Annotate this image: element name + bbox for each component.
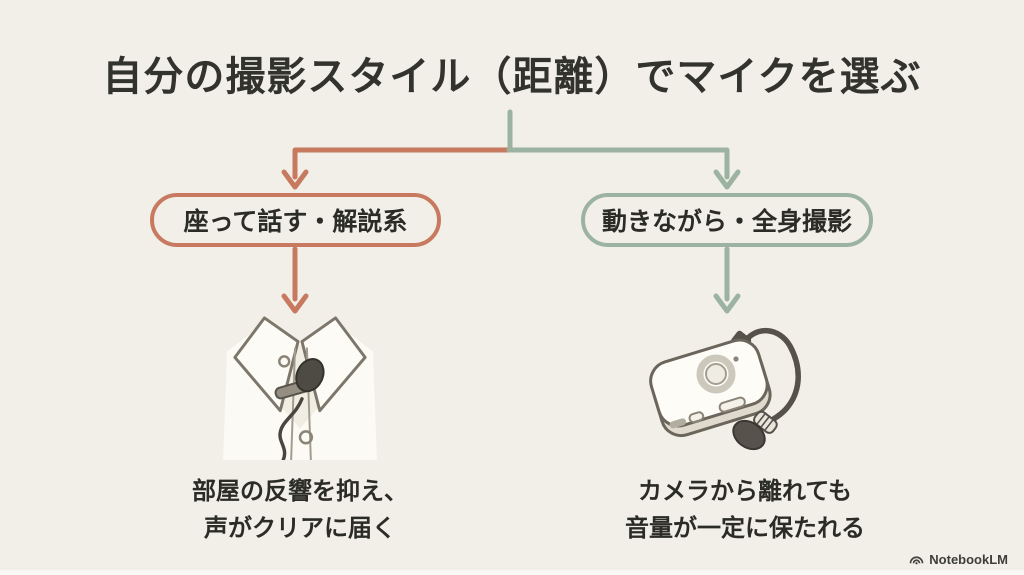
branch-label-moving: 動きながら・全身撮影 — [601, 208, 852, 236]
caption-moving-line2: 音量が一定に保たれる — [625, 515, 865, 542]
caption-moving: カメラから離れても 音量が一定に保たれる — [575, 473, 915, 547]
footer-brand: NotebookLM — [909, 552, 1008, 567]
bottom-edge-strip — [0, 570, 1024, 575]
left-down-arrowhead — [281, 293, 309, 314]
left-branch-line — [292, 147, 514, 180]
caption-moving-line1: カメラから離れても — [637, 478, 853, 505]
caption-sitting-line2: 声がクリアに届く — [204, 515, 396, 542]
right-branch-line — [506, 147, 730, 180]
lavalier-mic-on-collar-illustration — [223, 316, 377, 460]
branch-label-sitting: 座って話す・解説系 — [183, 208, 408, 236]
left-branch-arrowhead — [281, 169, 309, 190]
branch-box-sitting: 座って話す・解説系 — [150, 193, 441, 247]
right-branch-arrowhead — [713, 169, 741, 190]
caption-sitting: 部屋の反響を抑え、 声がクリアに届く — [130, 473, 470, 547]
branch-box-moving: 動きながら・全身撮影 — [581, 193, 873, 247]
wireless-transmitter-illustration — [649, 327, 801, 451]
slide-title: 自分の撮影スタイル（距離）でマイクを選ぶ — [102, 55, 922, 99]
notebooklm-arcs-icon — [909, 556, 924, 565]
caption-sitting-line1: 部屋の反響を抑え、 — [192, 478, 408, 505]
footer-brand-label: NotebookLM — [929, 552, 1008, 567]
